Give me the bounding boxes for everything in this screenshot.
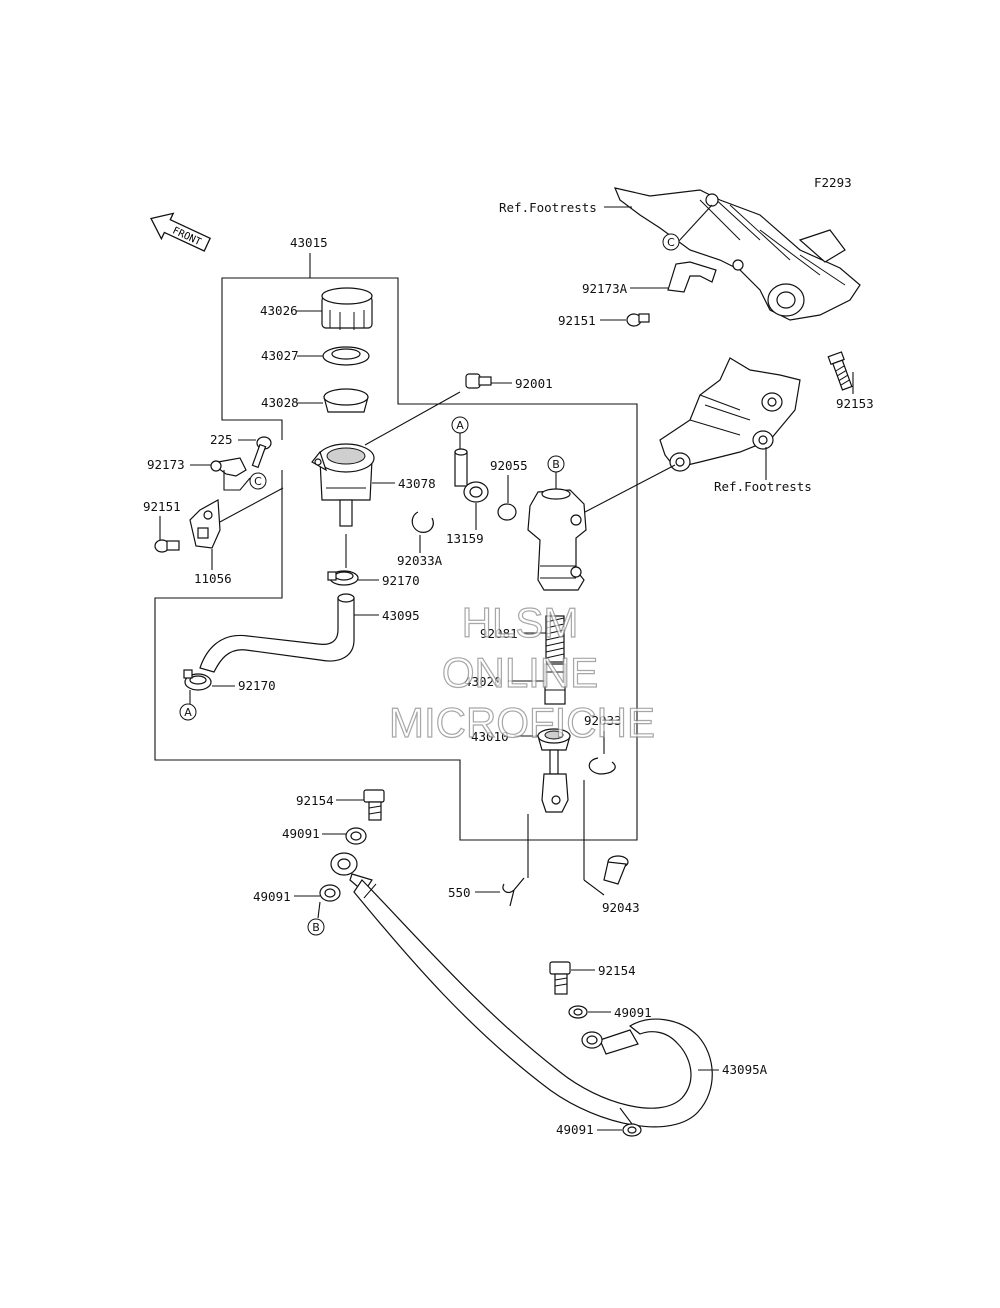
bolt-92151-top: [626, 313, 650, 327]
boot-43010: [537, 728, 571, 751]
part-92154-upper-label: 92154: [296, 793, 334, 808]
part-92043-label: 92043: [602, 900, 640, 915]
callout-B-bottom: B: [307, 918, 325, 936]
part-43026-label: 43026: [260, 303, 298, 318]
bracket-11056: [189, 499, 221, 549]
ref-footrests-top: Ref.Footrests: [499, 200, 597, 215]
banjo-bolt-92154-lower: [549, 961, 571, 995]
bolt-92001: [465, 373, 492, 389]
part-92173-label: 92173: [147, 457, 185, 472]
master-cylinder-body: [527, 488, 587, 591]
part-92033A-label: 92033A: [397, 553, 443, 568]
part-43015-label: 43015: [290, 235, 328, 250]
watermark: HLSM ONLINE MICROFICHE: [388, 598, 655, 746]
part-92055-label: 92055: [490, 458, 528, 473]
watermark-line-3: MICROFICHE: [389, 699, 655, 746]
ref-footrests-mid: Ref.Footrests: [714, 479, 812, 494]
part-92001-label: 92001: [515, 376, 553, 391]
diaphragm-43028: [323, 388, 369, 413]
part-92151-left-label: 92151: [143, 499, 181, 514]
part-43027-label: 43027: [261, 348, 299, 363]
part-92153-label: 92153: [836, 396, 874, 411]
clip-92173: [210, 457, 247, 477]
part-49091-a-label: 49091: [282, 826, 320, 841]
cotter-pin-550: [502, 877, 525, 907]
part-13159-label: 13159: [446, 531, 484, 546]
watermark-line-2: ONLINE: [442, 649, 598, 696]
part-92154-lower-label: 92154: [598, 963, 636, 978]
part-43020-label: 43020: [464, 674, 502, 689]
part-92081-label: 92081: [480, 626, 518, 641]
push-rod-clevis: [541, 749, 569, 813]
diaphragm-plate-43027: [322, 346, 370, 366]
svg-text:C: C: [667, 236, 675, 249]
piston-43020: [544, 663, 566, 705]
svg-text:B: B: [552, 458, 560, 471]
callout-A-left: A: [179, 703, 197, 721]
part-43078-label: 43078: [398, 476, 436, 491]
circlip-92033: [588, 757, 616, 775]
callout-C-top: C: [662, 204, 713, 251]
o-ring-92055: [497, 503, 517, 521]
part-92170-lower-label: 92170: [238, 678, 276, 693]
part-49091-b-label: 49091: [253, 889, 291, 904]
callout-B-top: B: [547, 455, 565, 473]
part-11056-label: 11056: [194, 571, 232, 586]
hose-clamp-92170-upper: [327, 570, 359, 586]
svg-text:A: A: [184, 706, 192, 719]
part-92151-top-label: 92151: [558, 313, 596, 328]
svg-text:A: A: [456, 419, 464, 432]
bolt-92153: [827, 351, 853, 391]
circlip-92033A: [411, 511, 434, 533]
part-550-label: 550: [448, 885, 471, 900]
part-92033-label: 92033: [584, 713, 622, 728]
diagram-code: F2293: [814, 175, 852, 190]
front-arrow-icon: FRONT: [150, 212, 212, 252]
part-92173A-label: 92173A: [582, 281, 628, 296]
fitting-13159: [454, 448, 489, 503]
brake-hose-43095A: [330, 852, 713, 1128]
reservoir-43078: [311, 443, 375, 527]
watermark-line-1: HLSM: [462, 599, 579, 646]
hose-43095: [199, 593, 355, 673]
brake-pedal-bracket: [659, 357, 801, 472]
banjo-bolt-92154-upper: [363, 789, 385, 821]
callout-A-center: A: [451, 416, 469, 434]
svg-text:B: B: [312, 921, 320, 934]
assembly-outline: [154, 253, 638, 841]
footrest-frame: [613, 187, 861, 321]
pin-92043: [603, 855, 629, 885]
part-49091-d-label: 49091: [556, 1122, 594, 1137]
part-225-label: 225: [210, 432, 233, 447]
clip-92173A: [667, 261, 717, 293]
part-43095-label: 43095: [382, 608, 420, 623]
svg-text:C: C: [254, 475, 262, 488]
hose-clamp-92170-lower: [183, 669, 212, 691]
callout-C-left: C: [249, 472, 267, 490]
part-43010-label: 43010: [471, 729, 509, 744]
part-49091-c-label: 49091: [614, 1005, 652, 1020]
part-43028-label: 43028: [261, 395, 299, 410]
reservoir-cap-43026: [321, 287, 373, 330]
part-92170-upper-label: 92170: [382, 573, 420, 588]
part-43095A-label: 43095A: [722, 1062, 768, 1077]
screw-225: [251, 436, 272, 469]
spring-92081: [545, 615, 565, 663]
bolt-92151-left: [154, 539, 180, 553]
